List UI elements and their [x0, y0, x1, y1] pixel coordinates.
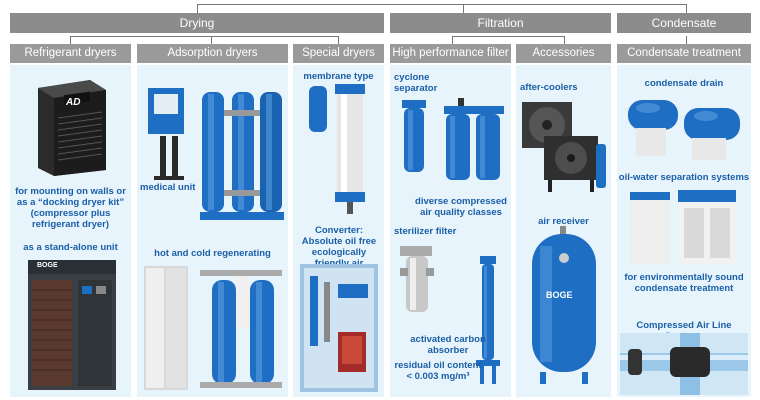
subconnector-drop-3: [338, 36, 339, 44]
caption-converter: Converter: Absolute oil free ecologicall…: [301, 225, 377, 269]
connector-condensate: [686, 4, 687, 14]
caption-air-receiver: air receiver: [538, 216, 589, 227]
sterilizer-filter-image: [396, 240, 508, 390]
refrigerant-dryer-image: [30, 78, 110, 178]
header-drying: Drying: [10, 13, 384, 33]
header-filtration: Filtration: [390, 13, 611, 33]
subheader-accessories: Accessories: [516, 44, 611, 63]
subconnector-filtration: [452, 36, 564, 37]
subheader-special: Special dryers: [293, 44, 384, 63]
dryer-display-logo: AD: [66, 97, 81, 108]
subconnector-drying: [70, 36, 338, 37]
boge-logo-cabinet: BOGE: [37, 262, 58, 269]
caption-medical: medical unit: [140, 182, 196, 193]
caption-after-coolers: after-coolers: [520, 82, 578, 93]
caption-wall-mount: for mounting on walls or as a “docking d…: [15, 186, 126, 230]
caption-activated: activated carbon absorber: [410, 334, 486, 356]
air-receiver-image: [526, 226, 602, 386]
filter-group-image: [396, 96, 508, 188]
subconnector-drop-6: [686, 36, 687, 44]
membrane-dryer-image: [305, 82, 375, 217]
standalone-cabinet-image: [22, 256, 122, 394]
header-condensate: Condensate management: [617, 13, 751, 50]
air-line-systems-image: [620, 333, 748, 395]
converter-image: [298, 262, 380, 394]
subheader-hpfilter: High performance filter: [390, 44, 511, 63]
subheader-adsorption: Adsorption dryers: [137, 44, 288, 63]
caption-standalone: as a stand-alone unit: [23, 242, 118, 253]
subheader-treatment: Condensate treatment: [617, 44, 751, 63]
subheader-refrigerant: Refrigerant dryers: [10, 44, 131, 63]
condensate-drain-image: [622, 90, 746, 162]
caption-oil-water: oil-water separation systems: [618, 172, 750, 183]
connector-drying: [197, 4, 198, 14]
caption-residual: residual oil content < 0.003 mg/m³: [394, 360, 482, 382]
subconnector-drop-2: [211, 36, 212, 44]
caption-hot-cold: hot and cold regenerating: [154, 248, 271, 259]
connector-top: [197, 4, 687, 5]
subconnector-drop-5: [564, 36, 565, 44]
oil-water-separator-image: [624, 186, 744, 268]
caption-diverse: diverse compressed air quality classes: [415, 196, 507, 218]
after-cooler-image: [518, 96, 610, 196]
caption-sterilizer: sterilizer filter: [394, 226, 457, 237]
caption-membrane: membrane type: [303, 71, 374, 82]
boge-logo-receiver: BOGE: [546, 290, 573, 300]
caption-condensate-drain: condensate drain: [644, 78, 724, 89]
medical-unit-image: [140, 80, 285, 230]
regenerating-dryer-image: [140, 262, 285, 394]
subconnector-drop-1: [70, 36, 71, 44]
caption-cyclone: cyclone separator: [394, 72, 438, 94]
caption-environment: for environmentally sound condensate tre…: [624, 272, 744, 294]
subconnector-drop-4: [452, 36, 453, 44]
connector-filtration: [463, 4, 464, 14]
